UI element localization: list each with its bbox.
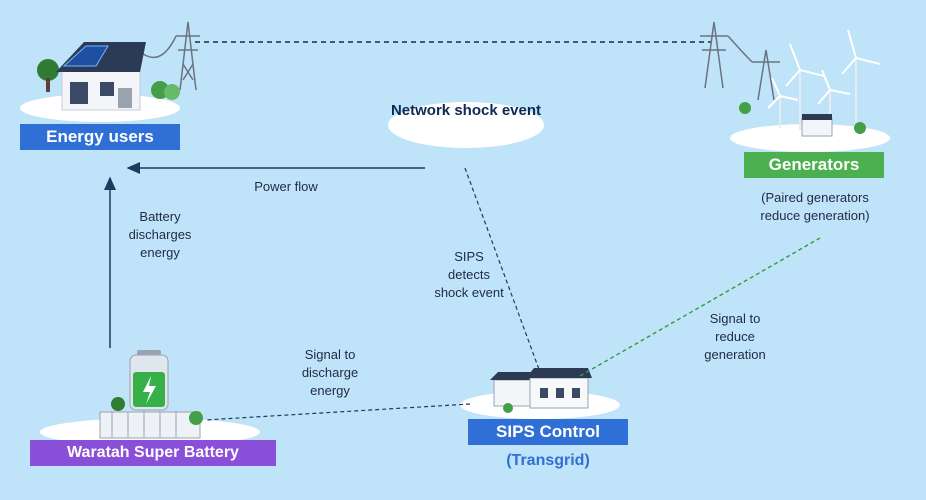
power-flow-label: Power flow (254, 179, 318, 194)
battery-icon (99, 350, 203, 439)
wind-turbine-icon (767, 29, 881, 130)
generators-note: (Paired generators reduce generation) (760, 190, 870, 223)
network-shock-label: Network shock event (390, 102, 542, 119)
battery-label: Waratah Super Battery (30, 440, 276, 466)
tree-icon (37, 59, 180, 100)
sips-detect-line (464, 167, 541, 373)
signal-discharge-line (204, 403, 471, 421)
control-building-icon (490, 368, 592, 413)
generators-label: Generators (744, 152, 884, 178)
transmission-tower-icon (700, 21, 780, 101)
generators-ground (730, 124, 890, 152)
energy-users-label: Energy users (20, 124, 180, 150)
shock-bubble (388, 102, 544, 148)
generator-building-icon (739, 102, 866, 137)
signal-discharge-label: Signal to discharge energy (301, 347, 359, 398)
sips-control-label: SIPS Control (468, 419, 628, 445)
house-solar-icon (56, 42, 146, 111)
sips-detects-label: SIPS detects shock event (434, 249, 504, 300)
battery-discharges-label: Battery discharges energy (128, 209, 192, 260)
sips-owner-label: (Transgrid) (506, 452, 590, 469)
signal-reduce-label: Signal to reduce generation (704, 311, 766, 362)
